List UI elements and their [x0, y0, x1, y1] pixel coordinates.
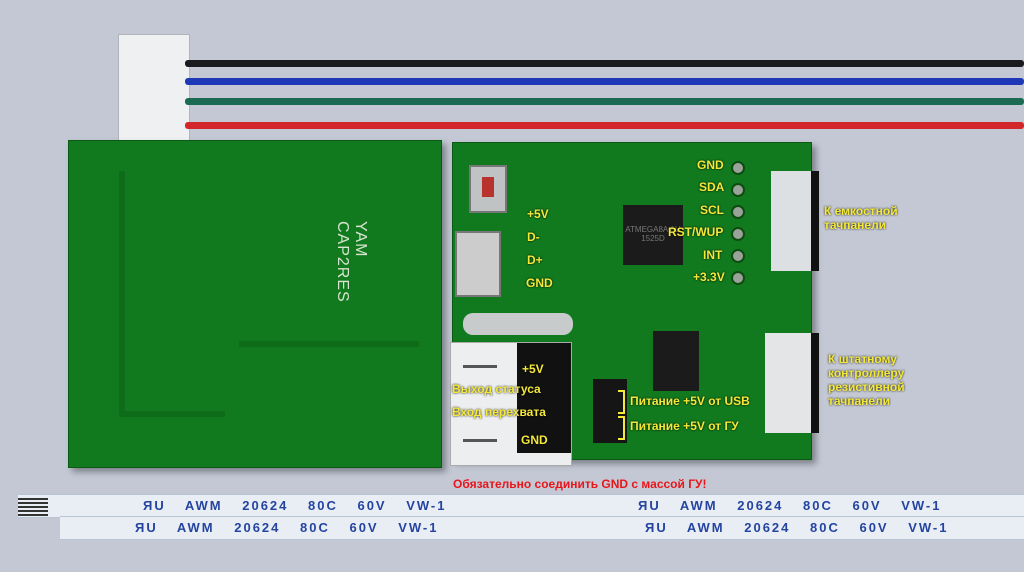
mcu-chip: ATMEGA8A AU 1525D	[623, 205, 683, 265]
ribbon-cable-bottom: ЯU AWM 20624 80C 60V VW-1 ЯU AWM 20624 80…	[60, 516, 1024, 540]
potentiometer-chip	[653, 331, 699, 391]
jumper-block	[593, 379, 627, 443]
pad	[731, 161, 745, 175]
jumper-label-gu: Питание +5V от ГУ	[630, 419, 739, 433]
pcb-back-side: YAM CAP2RES	[68, 140, 442, 468]
conn-label-gnd: GND	[521, 433, 548, 447]
usb-label-gnd: GND	[526, 276, 553, 290]
usb-label-dm: D-	[527, 230, 540, 244]
pin-label-gnd: GND	[697, 158, 724, 172]
conn-label-5v: +5V	[522, 362, 544, 376]
jumper-brace-usb	[618, 390, 625, 414]
power-connector	[450, 342, 572, 466]
conn-label-capture: Вход перехвата	[452, 405, 546, 419]
red-wire	[185, 122, 1024, 129]
cable-print: ЯU AWM 20624 80C 60V VW-1	[143, 498, 447, 513]
pin-label-sda: SDA	[699, 180, 725, 194]
blue-wire	[185, 78, 1024, 85]
black-wire	[185, 60, 1024, 67]
pad	[731, 205, 745, 219]
reset-button	[469, 165, 507, 213]
wire-connector	[118, 34, 190, 144]
cable-print: ЯU AWM 20624 80C 60V VW-1	[135, 520, 439, 535]
crystal	[463, 313, 573, 335]
resistive-connector	[765, 333, 819, 433]
pad	[731, 183, 745, 197]
jumper-label-usb: Питание +5V от USB	[630, 394, 750, 408]
silkscreen-text: YAM CAP2RES	[334, 221, 369, 303]
ribbon-cable-top: ЯU AWM 20624 80C 60V VW-1 ЯU AWM 20624 80…	[18, 494, 1024, 518]
resistive-label: К штатному контроллеру резистивной тачпа…	[828, 352, 905, 408]
pin-label-int: INT	[703, 248, 723, 262]
ribbon-contacts	[18, 496, 48, 516]
pin-label-3v3: +3.3V	[693, 270, 725, 284]
cable-print: ЯU AWM 20624 80C 60V VW-1	[645, 520, 949, 535]
conn-label-status: Выход статуса	[452, 382, 541, 396]
trace	[119, 171, 225, 417]
pin-label-rst: RST/WUP	[668, 225, 724, 239]
usb-port	[455, 231, 501, 297]
cap-connector	[771, 171, 819, 271]
pad	[731, 227, 745, 241]
usb-label-dp: D+	[527, 253, 543, 267]
capacitive-label: К емкостной тачпанели	[824, 204, 898, 232]
cable-print: ЯU AWM 20624 80C 60V VW-1	[638, 498, 942, 513]
trace	[239, 341, 419, 347]
pin-label-scl: SCL	[700, 203, 724, 217]
usb-label-5v: +5V	[527, 207, 549, 221]
pad	[731, 271, 745, 285]
pad	[731, 249, 745, 263]
gnd-warning: Обязательно соединить GND с массой ГУ!	[453, 477, 707, 491]
green-wire	[185, 98, 1024, 105]
jumper-brace-gu	[618, 416, 625, 440]
